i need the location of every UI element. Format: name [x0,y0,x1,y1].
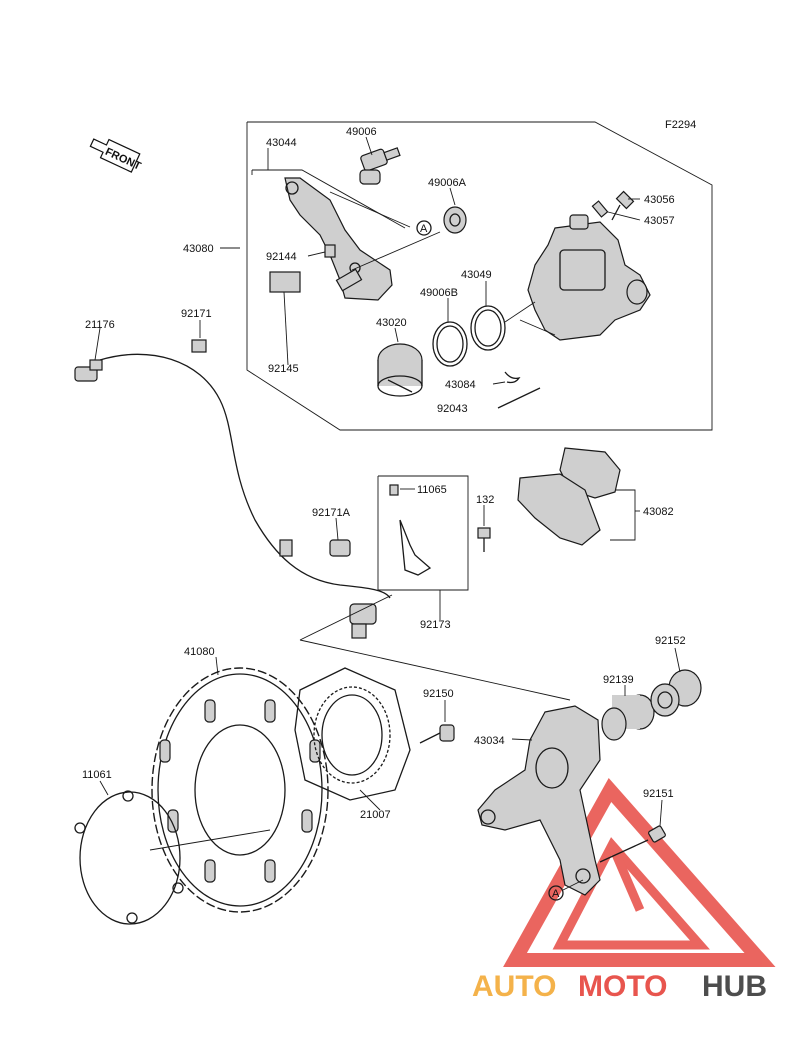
label-11061: 11061 [82,769,112,781]
label-43020: 43020 [376,317,407,329]
wire-clip-92171a [329,539,351,557]
pad-pin [497,387,541,409]
watermark-moto: MOTO [578,970,667,1003]
label-92144: 92144 [266,251,297,263]
hub-gasket [74,790,184,925]
label-92171: 92171 [181,308,212,320]
watermark-logo: AUTO MOTO HUB [472,970,767,1003]
label-21007: 21007 [360,809,391,821]
label-49006: 49006 [346,126,377,138]
marker-a-top [416,220,432,236]
bleeder-valve [611,190,635,221]
bleeder-cap [591,200,609,218]
label-92151: 92151 [643,788,674,800]
label-11065: 11065 [417,484,447,496]
front-arrow-icon: FRONT [89,138,143,173]
abs-sensor [349,603,377,639]
abs-sensor-wire [99,353,391,599]
wire-clip-92145 [269,271,301,293]
brake-pads [517,447,621,546]
bracket-clip [324,244,336,258]
label-92171a: 92171A [312,507,351,519]
label-43044: 43044 [266,137,297,149]
label-43084: 43084 [445,379,476,391]
pin-boot [443,206,467,234]
watermark-auto: AUTO [472,970,556,1003]
label-43082: 43082 [643,506,674,518]
label-92043: 92043 [437,403,468,415]
marker-a-top-letter: A [420,223,428,235]
label-92145: 92145 [268,363,299,375]
label-92152: 92152 [655,635,686,647]
label-43049: 43049 [461,269,492,281]
leader-lines [94,136,681,827]
label-43034: 43034 [474,735,505,747]
marker-a-bottom-letter: A [552,888,560,900]
caliper-body [519,214,651,341]
label-49006b: 49006B [420,287,458,299]
bolt-92151 [599,825,666,863]
caliper-group-outline [246,121,713,431]
abs-sensor-connector [74,359,103,382]
bolt-92150 [419,724,455,744]
label-21176: 21176 [85,319,115,331]
label-92150: 92150 [423,688,454,700]
bolt-11065 [389,484,399,496]
slide-pin [359,147,401,185]
label-132: 132 [476,494,494,506]
label-41080: 41080 [184,646,215,658]
label-43056: 43056 [644,194,675,206]
bracket-group-outline [377,475,469,591]
label-43057: 43057 [644,215,675,227]
piston-seal-inner [432,321,468,367]
bushing-92152 [650,669,702,717]
label-43080: 43080 [183,243,214,255]
collar-92139 [601,694,655,741]
marker-a-bottom [548,885,564,901]
sensor-bracket [399,519,432,576]
pad-spring [504,371,521,384]
piston-seal-outer [470,305,506,351]
bolt-132 [477,527,491,552]
label-92139: 92139 [603,674,634,686]
label-49006a: 49006A [428,177,467,189]
wire-clamp-92171 [191,339,207,353]
watermark-hub: HUB [702,970,767,1003]
abs-sensor-rotor [294,667,411,801]
caliper-piston [377,343,423,397]
caliper-mount-bracket [477,705,601,896]
wire-grommet [279,539,293,557]
caliper-bracket [284,177,393,301]
label-92173: 92173 [420,619,451,631]
diagram-code: F2294 [665,119,696,131]
